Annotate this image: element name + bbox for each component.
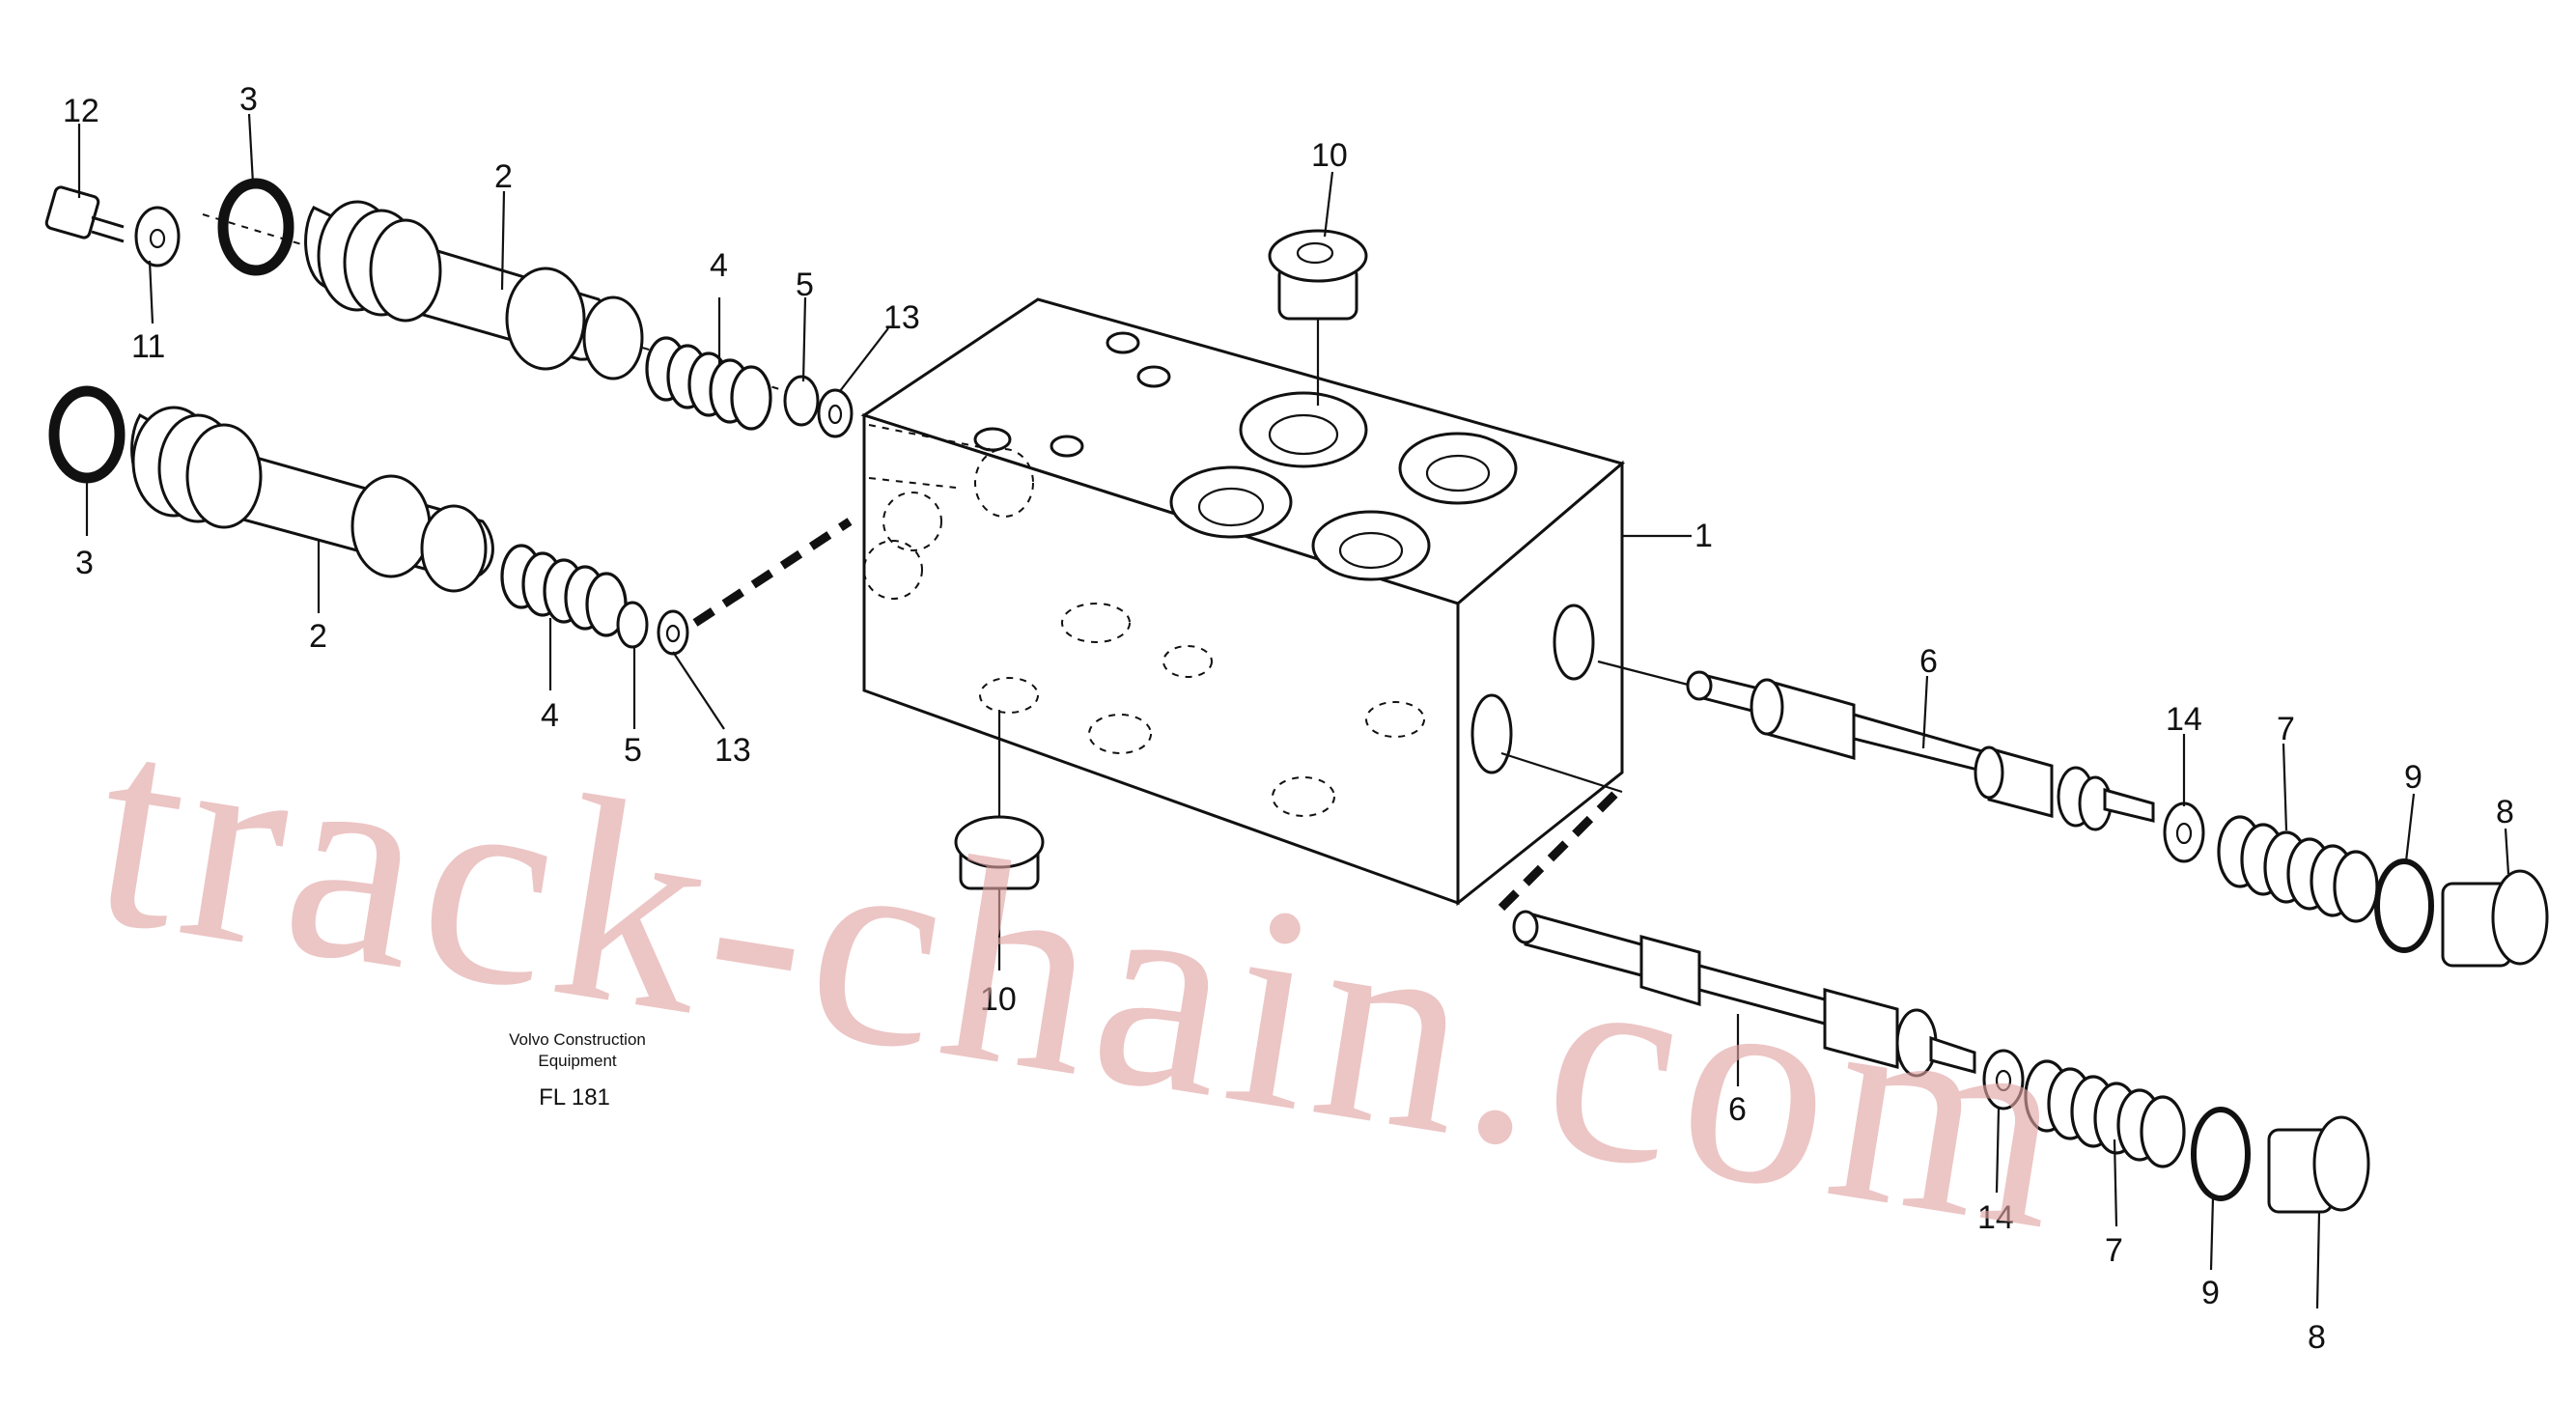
bottom-plug: [954, 710, 1045, 890]
caption-company: Volvo Construction: [509, 1030, 646, 1049]
callout-5-upper: 5: [796, 267, 814, 303]
callout-7-upper: 7: [2277, 711, 2295, 747]
callout-4-upper: 4: [710, 247, 728, 284]
callout-11: 11: [131, 328, 165, 365]
drawing-caption: Volvo Construction Equipment FL 181: [509, 1030, 646, 1111]
top-plug: [1268, 229, 1368, 406]
callout-4-lower: 4: [541, 697, 559, 734]
callout-7-lower: 7: [2105, 1232, 2123, 1269]
callout-9-upper: 9: [2404, 759, 2422, 796]
callout-13-lower: 13: [714, 732, 751, 769]
callout-5-lower: 5: [624, 732, 642, 769]
callout-10-top: 10: [1311, 137, 1348, 174]
caption-equipment: Equipment: [538, 1052, 617, 1070]
callout-14-upper: 14: [2166, 701, 2202, 738]
callout-labels: 12 3 2 4 5 13 10 1 11 3 2 4 5 13 10 6 14…: [63, 81, 2514, 1356]
callout-8-lower: 8: [2308, 1319, 2326, 1356]
callout-1: 1: [1694, 518, 1713, 554]
callout-2-lower: 2: [309, 618, 327, 655]
upper-left-cartridge-assembly: [44, 178, 854, 438]
callout-9-lower: 9: [2201, 1275, 2220, 1311]
upper-right-spool-assembly: [1597, 660, 2549, 968]
lower-right-spool-assembly: [1498, 751, 2370, 1214]
lower-left-cartridge-assembly: [48, 385, 853, 656]
callout-13-upper: 13: [883, 299, 920, 336]
callout-12: 12: [63, 93, 99, 129]
callout-6-upper: 6: [1919, 643, 1938, 680]
callout-14-lower: 14: [1977, 1199, 2014, 1236]
callout-3-upper: 3: [239, 81, 258, 118]
callout-8-upper: 8: [2496, 794, 2514, 830]
leader-lines: [77, 113, 2510, 1309]
callout-6-lower: 6: [1728, 1091, 1747, 1128]
callout-3-lower: 3: [75, 545, 94, 581]
valve-block: [860, 297, 1626, 907]
callout-10-bottom: 10: [980, 981, 1017, 1018]
callout-2-upper: 2: [494, 158, 513, 195]
caption-drawing-code: FL 181: [539, 1084, 610, 1111]
